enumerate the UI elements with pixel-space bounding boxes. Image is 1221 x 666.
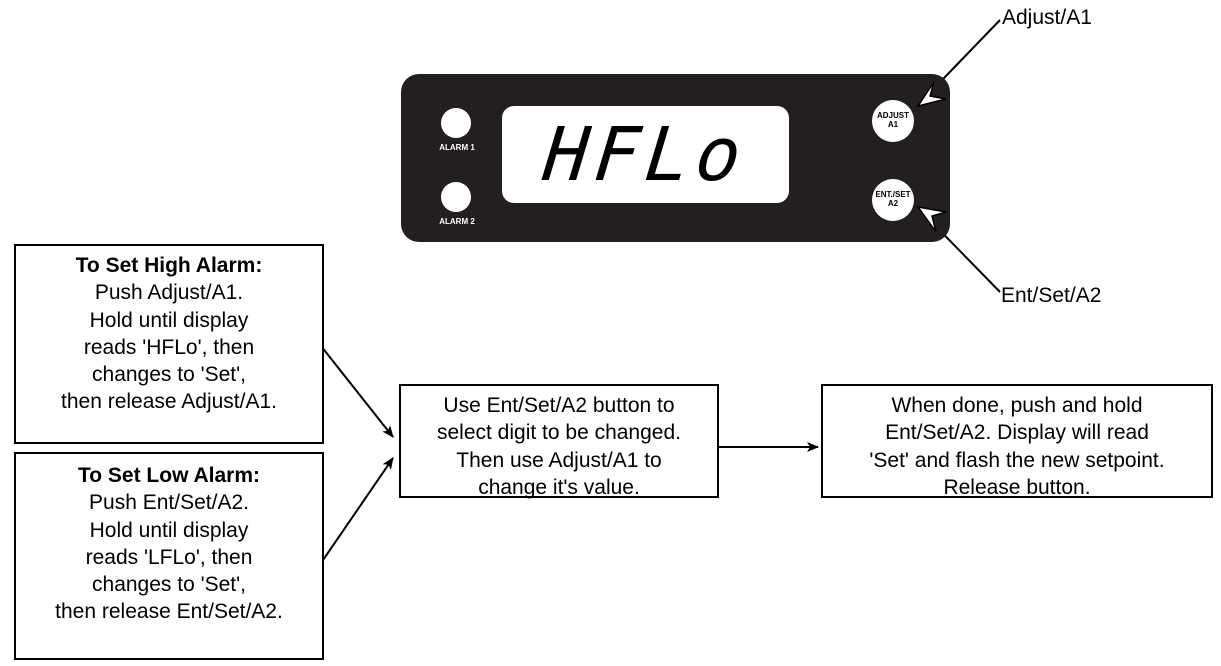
select-digit-line: Use Ent/Set/A2 button to <box>443 394 675 417</box>
arrowhead-adjust <box>916 81 947 108</box>
callout-adjust-a1: Adjust/A1 <box>1002 6 1092 29</box>
adjust-a1-button[interactable]: ADJUST A1 <box>872 100 914 142</box>
alarm2-led <box>441 182 471 212</box>
arrow-high-to-select <box>320 345 394 438</box>
adjust-button-label: ADJUST <box>876 111 909 121</box>
high-alarm-line: Hold until display <box>89 308 249 332</box>
alarm2-label: ALARM 2 <box>439 217 475 226</box>
low-alarm-box: To Set Low Alarm: Push Ent/Set/A2. Hold … <box>14 452 324 660</box>
when-done-line: Release button. <box>943 475 1091 499</box>
alarm1-led <box>441 108 471 138</box>
when-done-line: 'Set' and flash the new setpoint. <box>869 448 1165 472</box>
callout-entset-a2: Ent/Set/A2 <box>1001 284 1102 307</box>
low-alarm-line: then release Ent/Set/A2. <box>55 600 283 624</box>
adjust-button-sublabel: A1 <box>887 120 899 129</box>
arrow-low-to-select <box>320 457 394 564</box>
when-done-line: When done, push and hold <box>891 394 1143 417</box>
low-alarm-line: Hold until display <box>89 518 249 542</box>
low-alarm-line: changes to 'Set', <box>92 573 246 597</box>
select-digit-line: select digit to be changed. <box>436 421 681 445</box>
entset-button-sublabel: A2 <box>887 199 899 208</box>
select-digit-line: change it's value. <box>478 475 640 499</box>
when-done-box: When done, push and hold Ent/Set/A2. Dis… <box>821 384 1213 499</box>
when-done-line: Ent/Set/A2. Display will read <box>885 421 1149 445</box>
high-alarm-line: reads 'HFLo', then <box>83 335 255 359</box>
arrowhead-entset <box>916 205 947 233</box>
lcd-display: HFLo <box>502 106 789 203</box>
high-alarm-line: then release Adjust/A1. <box>61 390 277 414</box>
entset-button-label: ENT./SET <box>875 190 911 200</box>
high-alarm-title: To Set High Alarm: <box>75 254 263 277</box>
low-alarm-title: To Set Low Alarm: <box>77 464 260 487</box>
select-digit-line: Then use Adjust/A1 to <box>456 448 662 472</box>
alarm1-label: ALARM 1 <box>439 143 475 152</box>
entset-a2-button[interactable]: ENT./SET A2 <box>872 179 914 221</box>
low-alarm-line: reads 'LFLo', then <box>85 545 253 569</box>
low-alarm-line: Push Ent/Set/A2. <box>89 491 249 515</box>
high-alarm-box: To Set High Alarm: Push Adjust/A1. Hold … <box>14 244 324 444</box>
high-alarm-line: changes to 'Set', <box>92 363 246 387</box>
high-alarm-line: Push Adjust/A1. <box>94 281 244 305</box>
select-digit-box: Use Ent/Set/A2 button to select digit to… <box>399 384 719 499</box>
controller-panel: ALARM 1 ALARM 2 HFLo ADJUST A1 ENT./SET … <box>401 74 950 242</box>
